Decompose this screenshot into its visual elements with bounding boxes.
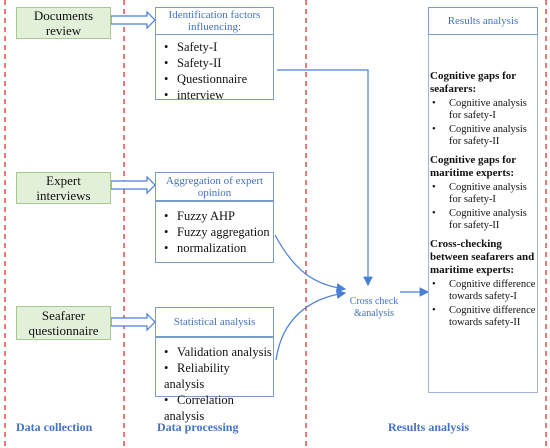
list-item: Safety-II <box>164 55 273 71</box>
results-section-list: Cognitive analysis for safety-I Cognitiv… <box>430 98 537 148</box>
connector-aggregation <box>274 234 347 293</box>
footer-data-collection: Data collection <box>16 420 93 434</box>
list-item: Fuzzy aggregation <box>164 224 273 240</box>
connector-identification <box>277 69 373 287</box>
results-section-title: Cross-checking between seafarers and mar… <box>430 238 535 276</box>
aggregation-body: Fuzzy AHP Fuzzy aggregation normalizatio… <box>155 201 274 263</box>
results-section-title: Cognitive gaps for seafarers: <box>430 70 516 95</box>
results-header: Results analysis <box>428 7 538 35</box>
hollow-arrow-1 <box>110 10 156 30</box>
identification-header: Identification factors influencing: <box>155 7 274 35</box>
results-content: Cognitive gaps for seafarers: Cognitive … <box>430 70 537 335</box>
footer-results-analysis: Results analysis <box>388 420 470 434</box>
aggregation-list: Fuzzy AHP Fuzzy aggregation normalizatio… <box>156 202 273 256</box>
identification-list: Safety-I Safety-II Questionnaire intervi… <box>156 35 273 103</box>
identification-body: Safety-I Safety-II Questionnaire intervi… <box>155 34 274 103</box>
list-item: Cognitive analysis for safety-II <box>430 124 537 148</box>
list-item: Cognitive analysis for safety-I <box>430 98 537 122</box>
statistical-list: Validation analysis Reliability analysis… <box>156 338 273 424</box>
seafarer-questionnaire-box: Seafarer questionnaire <box>16 306 111 340</box>
hollow-arrow-3 <box>110 312 156 332</box>
list-item: Cognitive difference towards safety-II <box>430 305 537 329</box>
results-section-list: Cognitive difference towards safety-I Co… <box>430 279 537 329</box>
connector-statistical <box>275 289 347 361</box>
list-item: interview <box>164 87 273 103</box>
list-item: Questionnaire <box>164 71 273 87</box>
list-item: normalization <box>164 240 273 256</box>
documents-review-box: Documents review <box>16 7 111 39</box>
list-item: Cognitive analysis for safety-I <box>430 182 537 206</box>
list-item: Fuzzy AHP <box>164 208 273 224</box>
list-item: Validation analysis <box>164 344 273 360</box>
cross-check-label: Cross check &analysis <box>349 296 399 319</box>
expert-interviews-box: Expert interviews <box>16 172 111 204</box>
results-section-list: Cognitive analysis for safety-I Cognitiv… <box>430 182 537 232</box>
list-item: Reliability analysis <box>164 360 273 392</box>
hollow-arrow-2 <box>110 175 156 195</box>
statistical-body: Validation analysis Reliability analysis… <box>155 337 274 423</box>
list-item: Correlation analysis <box>164 392 273 424</box>
aggregation-header: Aggregation of expert opinion <box>155 172 274 201</box>
results-section-title: Cognitive gaps for maritime experts: <box>430 154 516 179</box>
statistical-header: Statistical analysis <box>155 307 274 337</box>
list-item: Cognitive difference towards safety-I <box>430 279 537 303</box>
footer-data-processing: Data processing <box>157 420 239 434</box>
list-item: Cognitive analysis for safety-II <box>430 208 537 232</box>
list-item: Safety-I <box>164 39 273 55</box>
